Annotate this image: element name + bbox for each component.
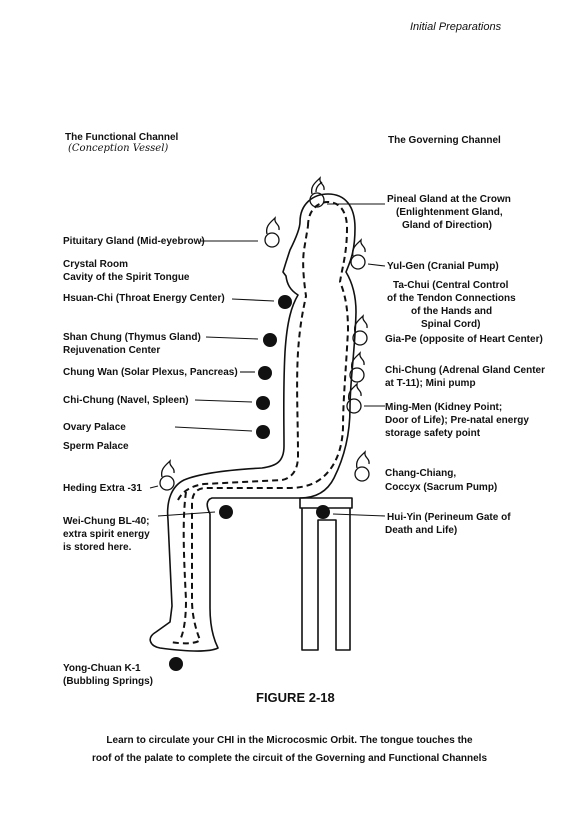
hui-yin-point: [316, 505, 330, 519]
label-ta-chui-3: of the Hands and: [411, 306, 493, 317]
flame-icon-yulgen: [350, 238, 366, 270]
flame-icon-crown: [309, 176, 325, 208]
functional-channel-note: (Conception Vessel): [68, 143, 169, 154]
flame-icon-heding: [159, 459, 175, 491]
label-pineal-3: Gland of Direction): [402, 220, 492, 231]
page-header: Initial Preparations: [410, 21, 502, 33]
leg-channel: [179, 491, 187, 641]
flame-icon-chichung-back: [349, 351, 365, 383]
flame-icon-mingmen: [346, 382, 362, 414]
label-hui-yin-1: Hui-Yin (Perineum Gate of: [387, 512, 511, 523]
label-wei-chung-2: extra spirit energy: [63, 529, 150, 540]
figure-label: FIGURE 2-18: [256, 690, 335, 705]
label-ming-men-3: storage safety point: [385, 428, 481, 439]
label-heding: Heding Extra -31: [63, 483, 142, 494]
label-pineal-1: Pineal Gland at the Crown: [387, 194, 511, 205]
label-rejuvenation: Rejuvenation Center: [63, 345, 161, 356]
label-gia-pe: Gia-Pe (opposite of Heart Center): [385, 334, 543, 345]
label-pituitary: Pituitary Gland (Mid-eyebrow): [63, 236, 205, 247]
label-chang-chiang-1: Chang-Chiang,: [385, 468, 457, 479]
shan-chung-point: [263, 333, 277, 347]
label-ovary-palace: Ovary Palace: [63, 422, 126, 433]
label-yong-chuan-1: Yong-Chuan K-1: [63, 663, 141, 674]
label-wei-chung-3: is stored here.: [63, 542, 132, 553]
label-chung-wan: Chung Wan (Solar Plexus, Pancreas): [63, 367, 238, 378]
ovary-palace-point: [256, 425, 270, 439]
label-ta-chui-1: Ta-Chui (Central Control: [393, 280, 509, 291]
label-sperm-palace: Sperm Palace: [63, 441, 129, 452]
label-chi-chung-adrenal-2: at T-11); Mini pump: [385, 378, 476, 389]
label-spirit-tongue: Cavity of the Spirit Tongue: [63, 272, 190, 283]
label-crystal-room: Crystal Room: [63, 259, 129, 270]
caption-line-1: Learn to circulate your CHI in the Micro…: [106, 735, 473, 746]
label-hui-yin-2: Death and Life): [385, 525, 458, 536]
chair-seat: [299, 497, 353, 509]
label-yul-gen: Yul-Gen (Cranial Pump): [387, 261, 499, 272]
yong-chuan-point: [169, 657, 183, 671]
chung-wan-point: [258, 366, 272, 380]
label-yong-chuan-2: (Bubbling Springs): [63, 676, 153, 687]
chair-front-leg: [301, 508, 351, 651]
wei-chung-point: [219, 505, 233, 519]
flame-icon-pituitary: [264, 216, 280, 248]
label-pineal-2: (Enlightenment Gland,: [396, 207, 503, 218]
hsuan-chi-point: [278, 295, 292, 309]
label-chi-chung-adrenal-1: Chi-Chung (Adrenal Gland Center: [385, 365, 545, 376]
functional-channel-title: The Functional Channel: [65, 132, 179, 143]
flame-icon-chang-chiang: [354, 450, 370, 482]
chi-chung-navel-point: [256, 396, 270, 410]
label-hsuan-chi: Hsuan-Chi (Throat Energy Center): [63, 293, 225, 304]
governing-channel-title: The Governing Channel: [388, 135, 501, 146]
label-ming-men-2: Door of Life); Pre-natal energy: [385, 415, 529, 426]
label-chi-chung-navel: Chi-Chung (Navel, Spleen): [63, 395, 189, 406]
label-ta-chui-2: of the Tendon Connections: [387, 293, 516, 304]
body-outline: [149, 193, 357, 652]
label-ta-chui-4: Spinal Cord): [421, 319, 481, 330]
microcosmic-orbit-path: [169, 201, 349, 645]
label-chang-chiang-2: Coccyx (Sacrum Pump): [385, 482, 498, 493]
label-wei-chung-1: Wei-Chung BL-40;: [63, 516, 150, 527]
caption-line-2: roof of the palate to complete the circu…: [91, 753, 488, 764]
label-ming-men-1: Ming-Men (Kidney Point;: [385, 402, 503, 413]
label-shan-chung: Shan Chung (Thymus Gland): [63, 332, 201, 343]
flame-icon-giape: [352, 314, 368, 346]
